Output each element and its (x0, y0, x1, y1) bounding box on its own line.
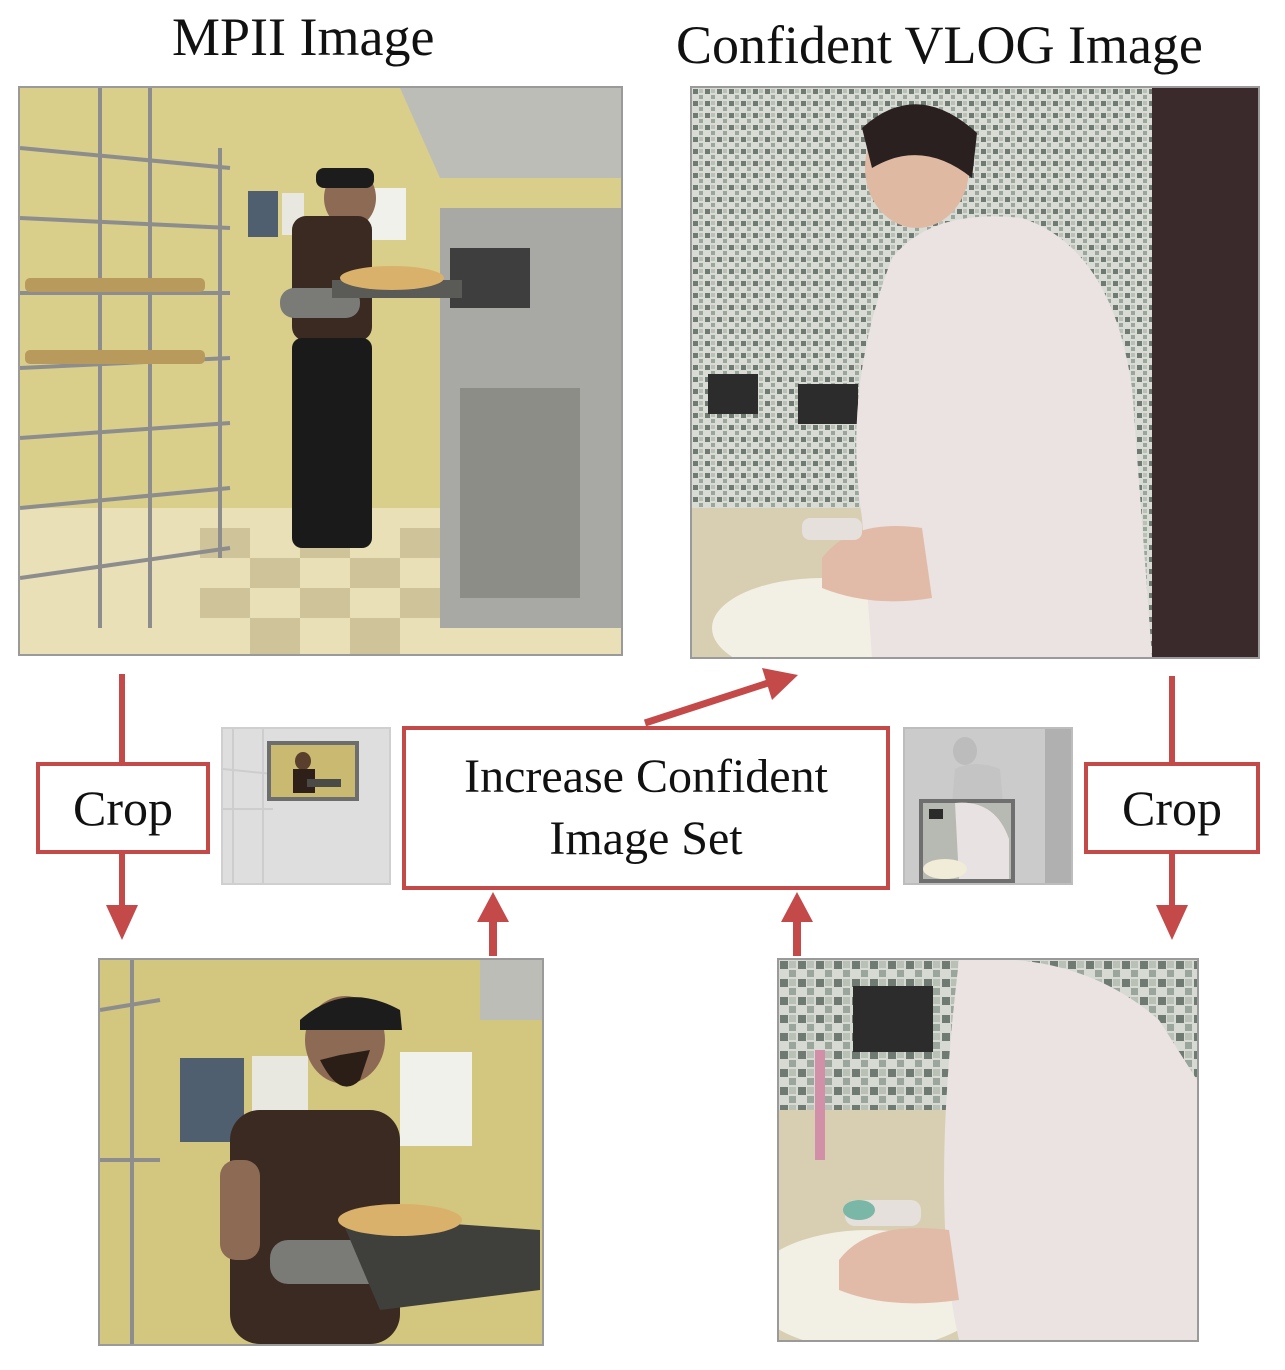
mpii-cropped-image (98, 958, 544, 1346)
vlog-cropped-image (777, 958, 1199, 1342)
crop-label-right: Crop (1122, 780, 1222, 836)
vlog-crop-thumbnail (903, 727, 1073, 885)
vlog-thumb-illustration (905, 729, 1071, 883)
mpii-full-image (18, 86, 623, 656)
center-line-1: Increase Confident (464, 749, 828, 803)
mpii-crop-illustration (100, 960, 542, 1344)
increase-confident-box: Increase Confident Image Set (402, 726, 890, 890)
mpii-title: MPII Image (172, 7, 435, 67)
crop-box-right: Crop (1084, 762, 1260, 854)
diagonal-arrow-head (762, 668, 798, 700)
right-arrow-head (1156, 905, 1188, 940)
center-line-2: Image Set (549, 812, 743, 865)
crop-label-left: Crop (73, 780, 173, 836)
diagonal-arrow-shaft (643, 679, 770, 727)
mpii-crop-thumbnail (221, 727, 391, 885)
left-arrow-head (106, 905, 138, 940)
increase-confident-text: Increase Confident Image Set (464, 746, 828, 871)
vlog-full-illustration (692, 88, 1258, 657)
vlog-crop-illustration (779, 960, 1197, 1340)
vlog-title: Confident VLOG Image (676, 15, 1203, 75)
up-arrow-left-head (477, 892, 509, 922)
crop-box-left: Crop (36, 762, 210, 854)
up-arrow-right-head (781, 892, 813, 922)
mpii-thumb-illustration (223, 729, 389, 883)
vlog-full-image (690, 86, 1260, 659)
mpii-full-illustration (20, 88, 621, 654)
